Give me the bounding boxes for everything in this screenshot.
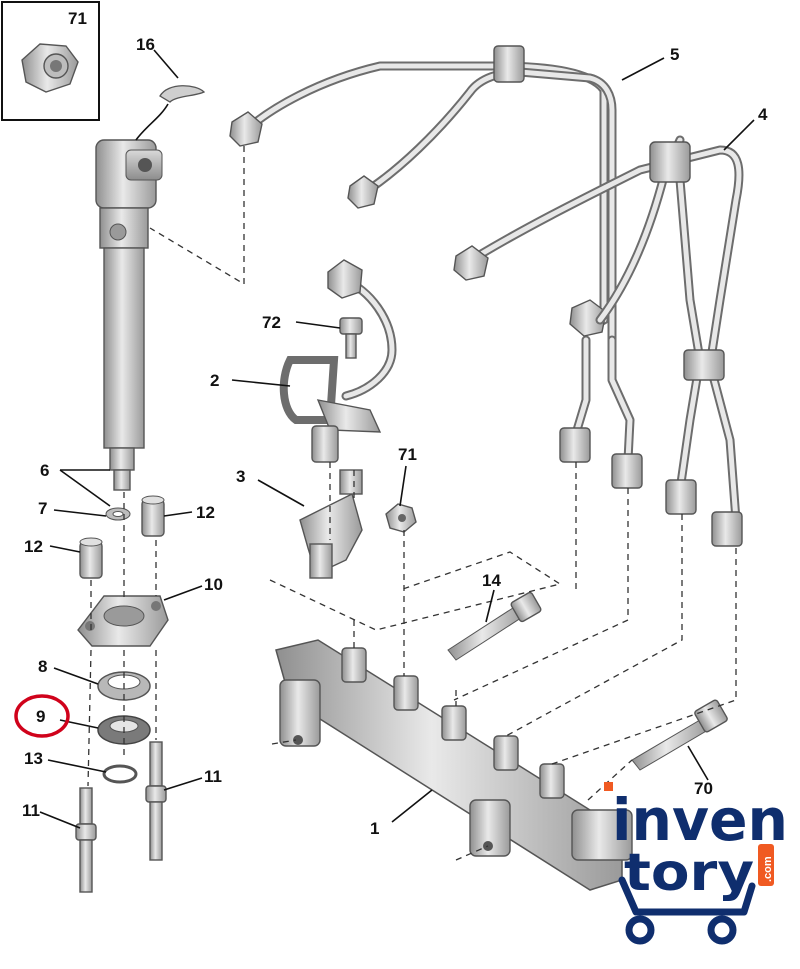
stud-11-left [75,787,97,893]
pipe-set-5 [229,45,643,489]
sleeve-12-left [79,537,103,579]
clip-16 [159,85,206,103]
bolt-70 [631,699,728,771]
bracket-pipe-2 [279,259,397,463]
callout-13: 13 [24,749,43,768]
nut-71 [385,503,417,533]
pipe-set-4 [453,135,744,547]
callout-9: 9 [36,707,45,726]
callout-12-left: 12 [24,537,43,556]
callout-4: 4 [758,105,768,124]
callout-16: 16 [136,35,155,54]
clamp-flange-10 [77,595,169,647]
cart-icon [618,876,756,945]
bolt-72 [339,317,363,359]
inset-nut-71 [1,1,100,121]
injector [95,139,163,491]
logo-accent-square [604,782,613,791]
logo-text-line2: tory [624,843,754,903]
bracket-3 [299,469,363,579]
callout-8: 8 [38,657,47,676]
callout-14: 14 [482,571,501,590]
logo-dotcom: .com [762,856,774,882]
callout-11-right: 11 [204,767,222,786]
callout-6: 6 [40,461,49,480]
callout-11-left: 11 [22,801,40,820]
stud-11-right [145,741,167,861]
callout-70: 70 [694,779,713,798]
callout-7: 7 [38,499,47,518]
washer-13 [102,764,138,784]
callout-71-mid: 71 [398,445,417,464]
highlight-circle [14,694,70,738]
callout-5: 5 [670,45,679,64]
logo-text-line1: inven [612,786,788,854]
fuel-rail-1 [275,639,633,891]
washer-7 [105,507,131,521]
callout-72: 72 [262,313,281,332]
bolt-14 [447,591,542,661]
callout-3: 3 [236,467,245,486]
sleeve-12-right [141,495,165,537]
callout-71-top: 71 [68,9,87,28]
callout-12-right: 12 [196,503,215,522]
inventory-logo: inven tory .com [604,782,788,945]
callout-2: 2 [210,371,219,390]
callout-1: 1 [370,819,379,838]
callout-10: 10 [204,575,223,594]
